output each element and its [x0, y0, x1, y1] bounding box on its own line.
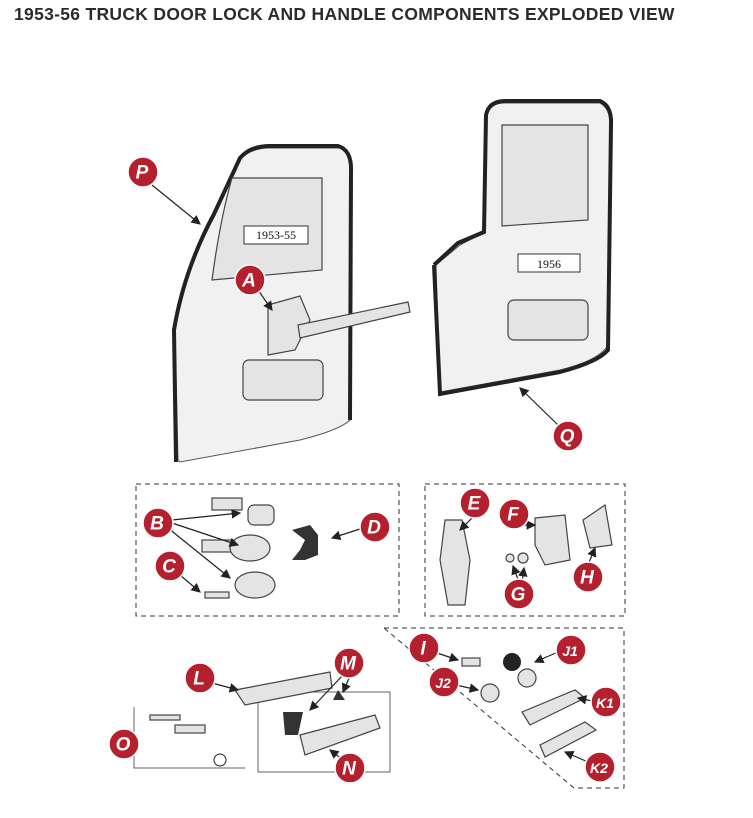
svg-text:J2: J2: [435, 675, 451, 691]
leader-arrows: [151, 184, 597, 763]
lock-group-box: [135, 483, 400, 617]
parts: [149, 497, 613, 767]
page-title: 1953-56 TRUCK DOOR LOCK AND HANDLE COMPO…: [14, 4, 675, 24]
callout-e: E: [459, 487, 491, 519]
handle-group-box: [382, 627, 625, 789]
callout-g: G: [503, 578, 535, 610]
svg-text:L: L: [193, 669, 205, 690]
door-1956: 1956: [432, 99, 614, 397]
callout-c: C: [154, 550, 186, 582]
door-year-label-right: 1956: [537, 257, 561, 271]
callout-o: O: [108, 728, 140, 760]
svg-text:F: F: [507, 505, 520, 526]
svg-text:K2: K2: [590, 760, 608, 776]
callout-f: F: [498, 498, 530, 530]
svg-text:O: O: [116, 735, 131, 756]
callout-k1: K1: [590, 686, 622, 718]
svg-text:B: B: [150, 514, 164, 535]
door-year-label-left: 1953-55: [256, 228, 296, 242]
callout-d: D: [359, 511, 391, 543]
callout-a: A: [234, 264, 266, 296]
svg-text:P: P: [136, 163, 149, 184]
door-seal-q: [432, 99, 614, 397]
svg-text:G: G: [511, 585, 526, 606]
svg-text:M: M: [340, 654, 357, 675]
callout-l: L: [184, 662, 216, 694]
callout-n: N: [334, 752, 366, 784]
svg-text:I: I: [420, 639, 426, 660]
callout-k2: K2: [584, 751, 616, 783]
callout-j1: J1: [555, 634, 587, 666]
door-1953-55: 1953-55: [171, 144, 411, 463]
callout-q: Q: [552, 420, 584, 452]
svg-text:A: A: [241, 271, 256, 292]
callout-i: I: [408, 632, 440, 664]
door-seal-p: [171, 144, 354, 463]
callout-b: B: [142, 507, 174, 539]
svg-text:Q: Q: [560, 427, 575, 448]
svg-text:E: E: [468, 494, 482, 515]
svg-text:K1: K1: [596, 695, 614, 711]
svg-text:D: D: [367, 518, 381, 539]
svg-text:N: N: [342, 759, 357, 780]
svg-text:C: C: [162, 557, 176, 578]
latch-group-box: [424, 483, 626, 617]
callout-h: H: [572, 561, 604, 593]
callout-j2: J2: [428, 666, 460, 698]
svg-text:H: H: [580, 568, 595, 589]
callout-p: P: [127, 156, 159, 188]
callout-m: M: [333, 647, 365, 679]
svg-text:J1: J1: [562, 643, 578, 659]
